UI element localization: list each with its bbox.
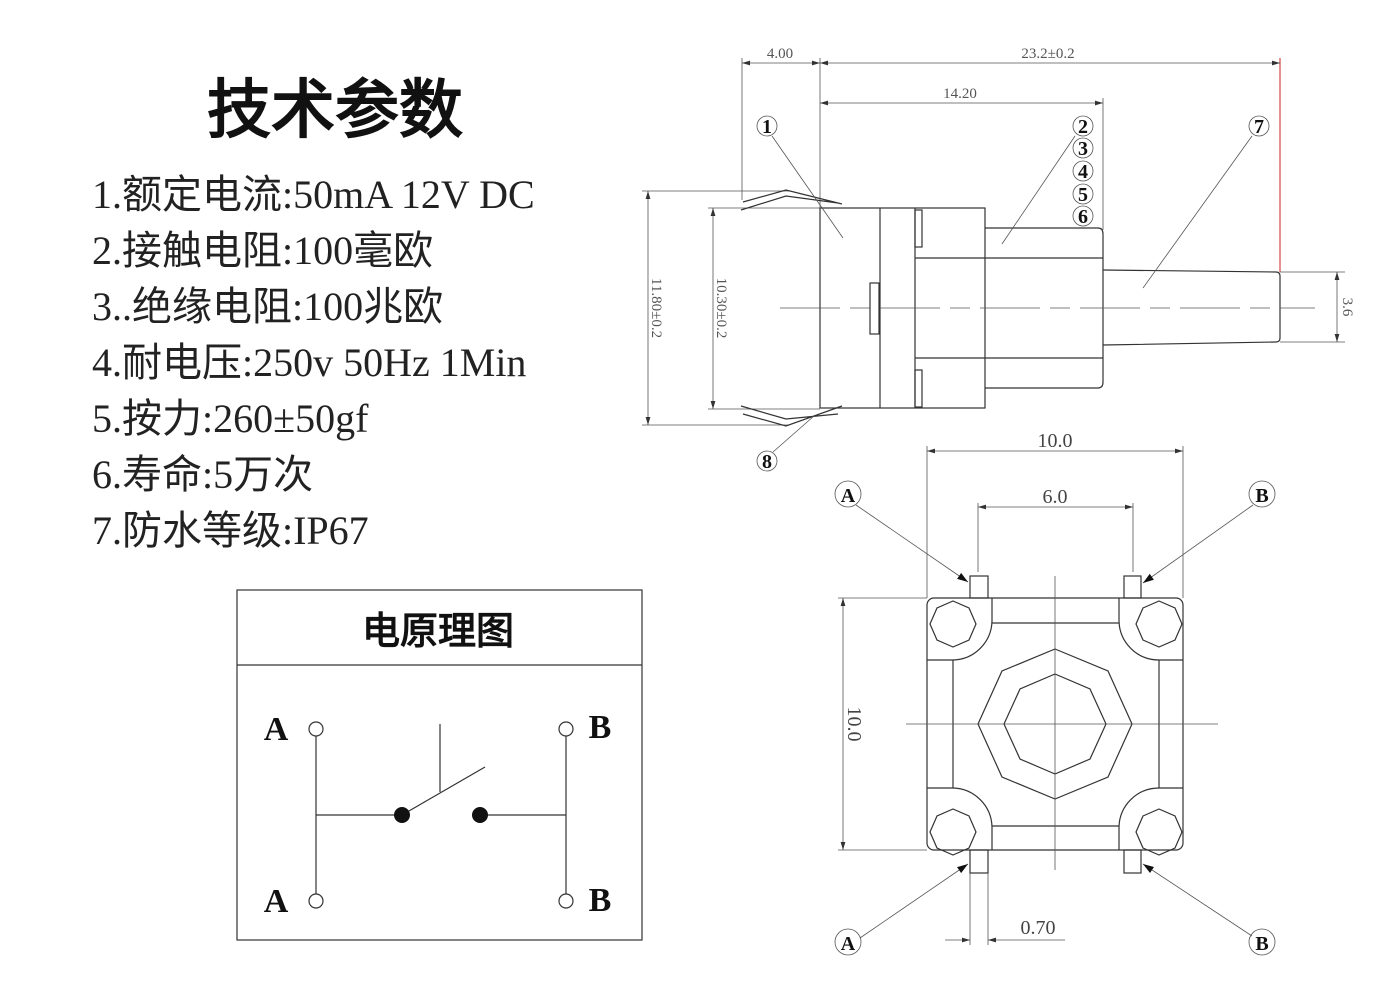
label-a-top: A — [834, 480, 862, 508]
balloon-3: 3 — [1072, 137, 1094, 160]
pin-a-top — [969, 575, 989, 599]
dim-body-height: 10.30±0.2 — [713, 278, 729, 339]
spec-section: 技术参数 1.额定电流:50mA 12V DC 2.接触电阻:100毫欧 3..… — [92, 74, 535, 553]
dim-body-length: 14.20 — [943, 86, 977, 102]
spec-title: 技术参数 — [207, 74, 463, 148]
balloon-1: 1 — [756, 115, 778, 138]
label-b-top: B — [1248, 480, 1276, 508]
dim-height: 10.0 — [843, 707, 865, 742]
spec-line: 2.接触电阻:100毫欧 — [92, 228, 433, 273]
balloon-2: 2 — [1072, 115, 1094, 138]
dim-outer-height: 11.80±0.2 — [648, 278, 664, 338]
side-view: 4.00 23.2±0.2 14.20 11.80±0.2 10.30±0.2 … — [642, 46, 1355, 473]
svg-text:A: A — [841, 933, 856, 955]
pin-a-top-label: A — [264, 711, 289, 748]
balloon-4: 4 — [1072, 160, 1094, 183]
pin-b-top-label: B — [589, 709, 612, 746]
clip-bottom — [740, 405, 843, 427]
dim-pin-width: 0.70 — [1021, 917, 1056, 939]
dim-shaft-dia: 3.6 — [1339, 298, 1355, 317]
dim-total-length: 23.2±0.2 — [1021, 46, 1074, 62]
dim-width: 10.0 — [1038, 430, 1073, 452]
spec-line: 1.额定电流:50mA 12V DC — [92, 172, 535, 217]
dim-pin-spacing: 6.0 — [1043, 486, 1068, 508]
contact-dot — [472, 807, 488, 823]
pin-b-top — [1123, 575, 1142, 599]
spec-line: 7.防水等级:IP67 — [92, 508, 369, 553]
dim-pin-offset: 4.00 — [767, 46, 793, 62]
bottom-view: 10.0 6.0 10.0 0.70 A — [834, 430, 1276, 956]
balloon-6: 6 — [1072, 205, 1094, 228]
svg-text:5: 5 — [1078, 184, 1088, 206]
circuit-diagram: 电原理图 A A B B — [236, 589, 643, 941]
balloon-7: 7 — [1248, 115, 1270, 138]
balloon-5: 5 — [1072, 183, 1094, 206]
pin-b-bottom-label: B — [589, 882, 612, 919]
svg-text:4: 4 — [1078, 161, 1088, 183]
svg-text:B: B — [1255, 933, 1268, 955]
pin-b-bottom — [1123, 849, 1142, 874]
svg-text:A: A — [841, 485, 856, 507]
contact-dot — [394, 807, 410, 823]
pin-a-bottom — [969, 849, 989, 874]
circuit-title: 电原理图 — [362, 609, 514, 653]
svg-text:6: 6 — [1078, 206, 1088, 228]
svg-text:7: 7 — [1254, 116, 1264, 138]
balloon-8: 8 — [756, 450, 778, 473]
svg-text:8: 8 — [762, 451, 772, 473]
svg-text:2: 2 — [1078, 116, 1088, 138]
spec-line: 5.按力:260±50gf — [92, 396, 369, 441]
label-b-bottom: B — [1248, 928, 1276, 956]
spec-line: 6.寿命:5万次 — [92, 452, 313, 497]
pin-a-bottom-label: A — [264, 883, 289, 920]
svg-text:B: B — [1255, 485, 1268, 507]
clip-top — [740, 189, 843, 211]
svg-text:3: 3 — [1078, 138, 1088, 160]
label-a-bottom: A — [834, 928, 862, 956]
spec-line: 3..绝缘电阻:100兆欧 — [92, 284, 443, 329]
svg-text:1: 1 — [762, 116, 772, 138]
spec-line: 4.耐电压:250v 50Hz 1Min — [92, 340, 526, 385]
